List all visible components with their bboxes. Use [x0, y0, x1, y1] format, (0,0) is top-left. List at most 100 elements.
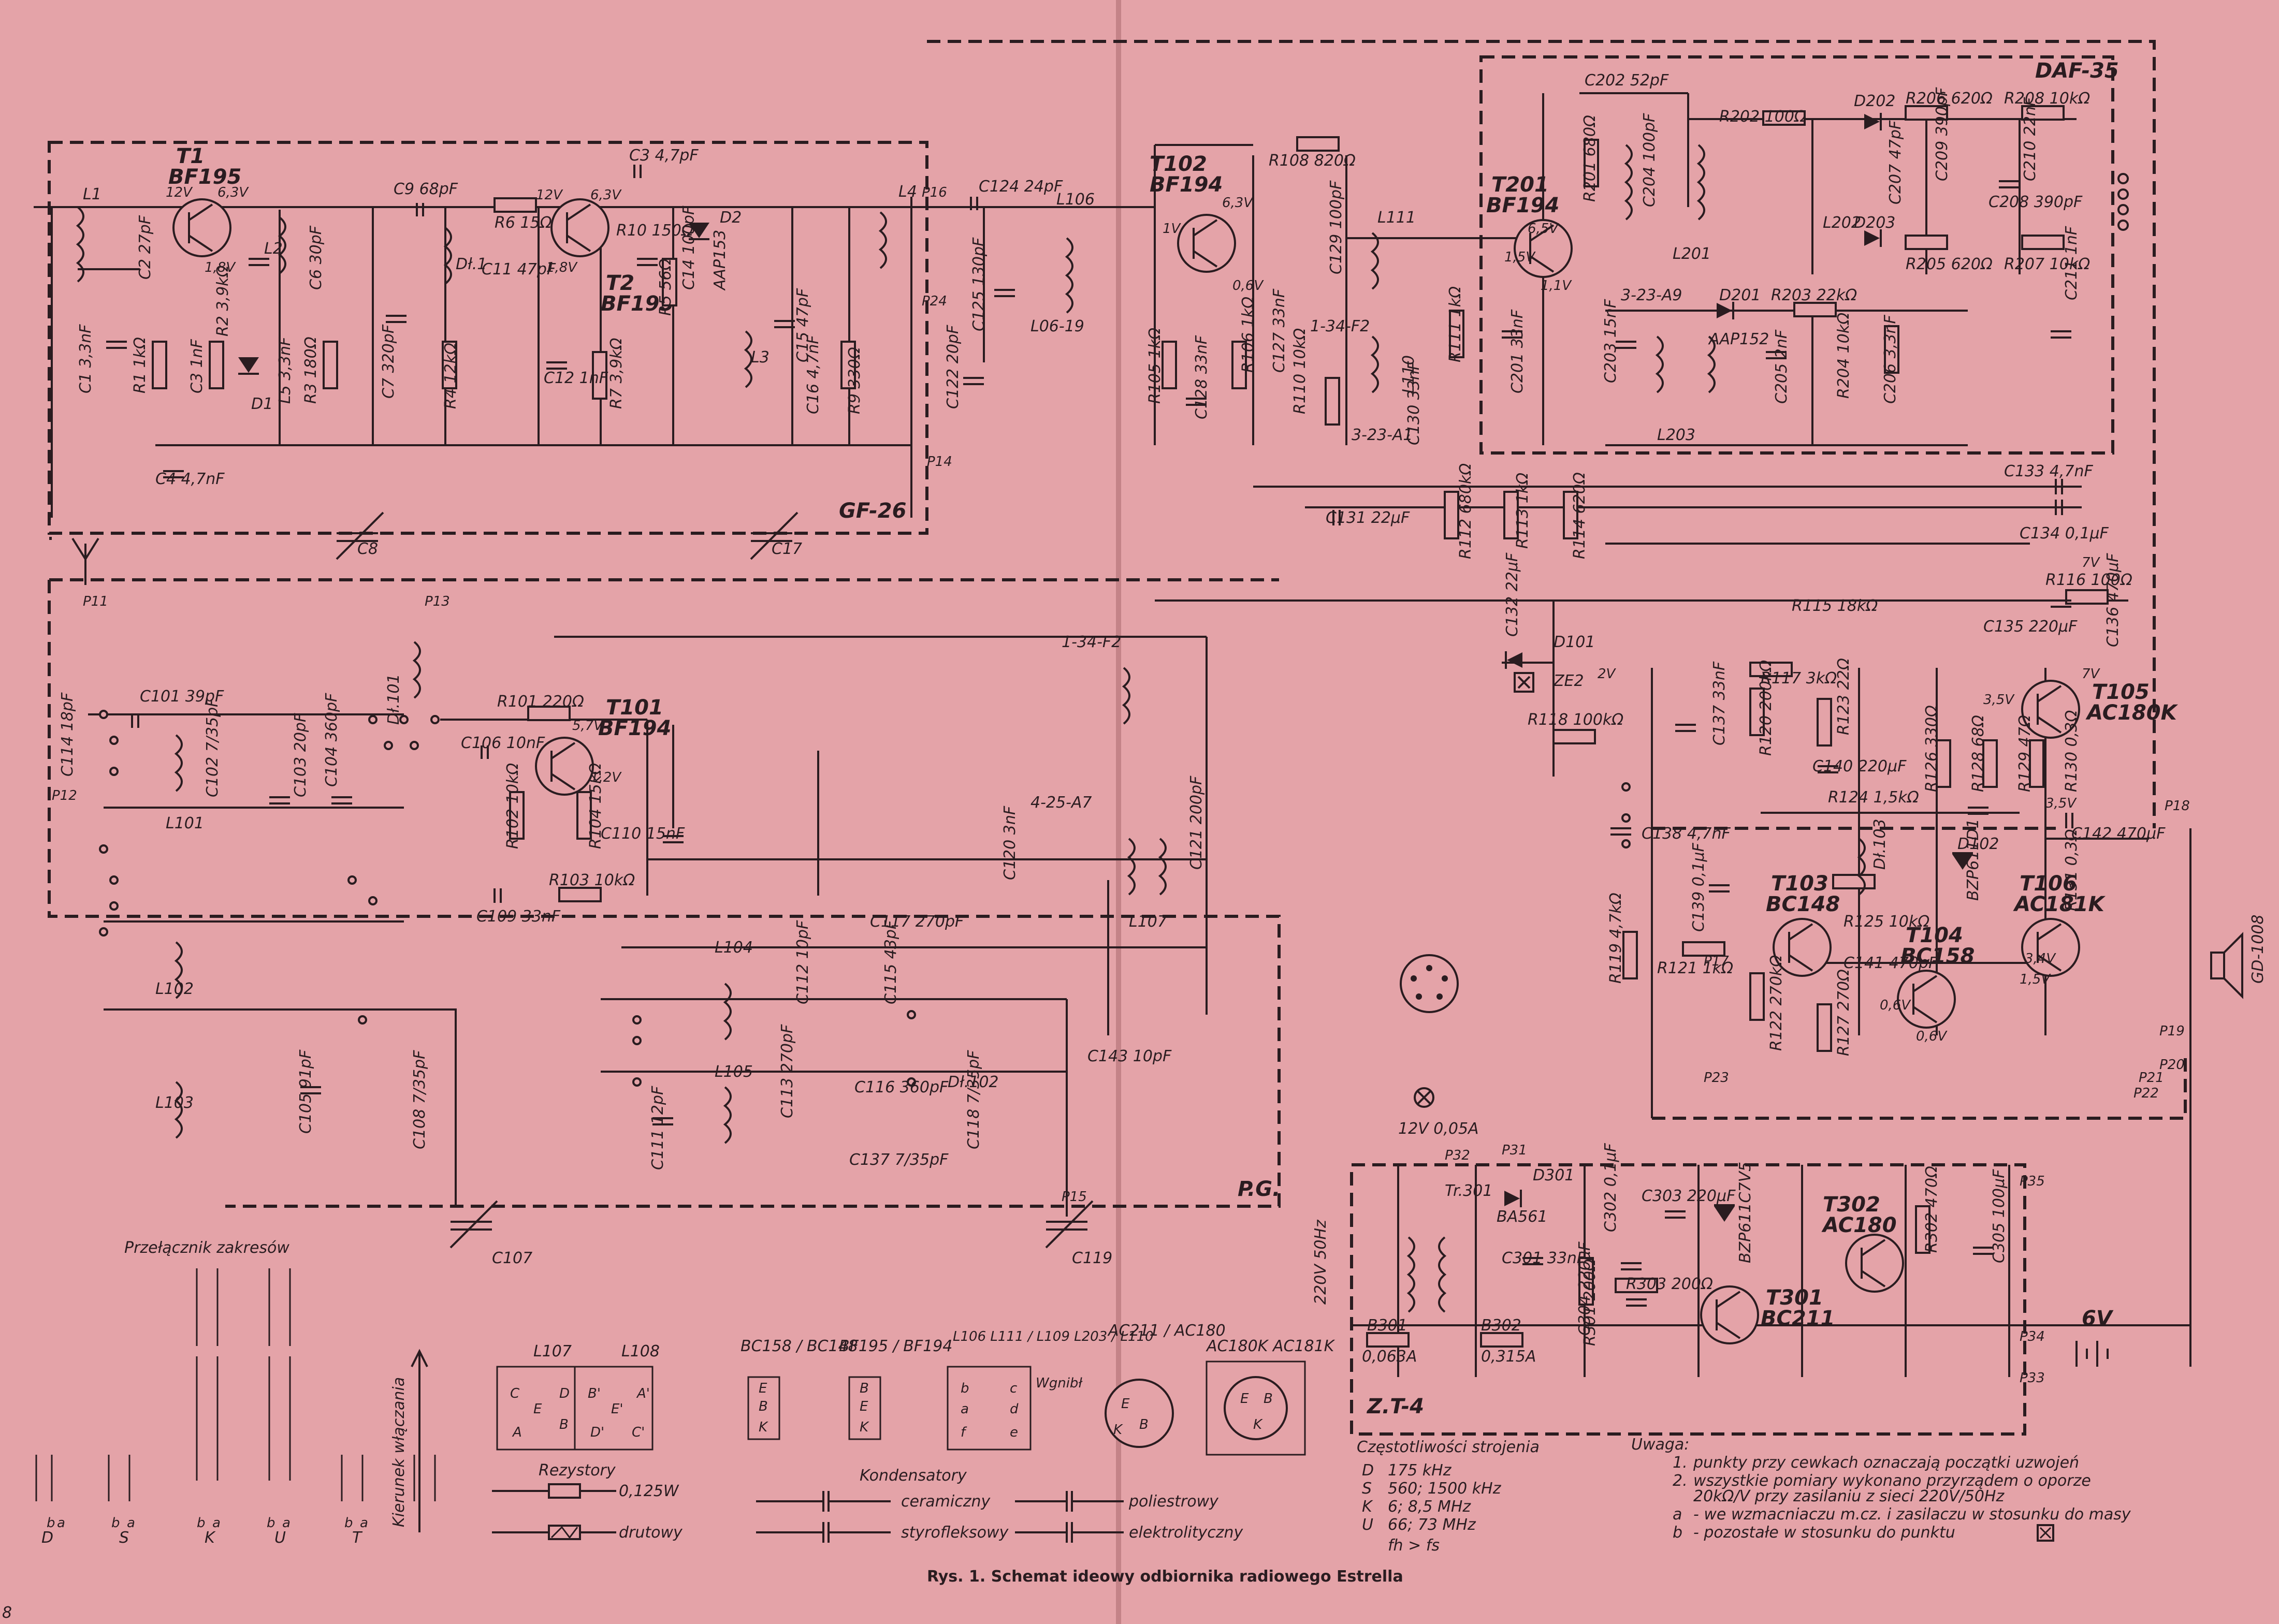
svg-text:BF195: BF195 — [601, 292, 674, 316]
svg-text:L203: L203 — [1657, 426, 1695, 444]
svg-text:1,5V: 1,5V — [1504, 250, 1536, 265]
svg-text:a: a — [360, 1515, 368, 1531]
svg-text:P12: P12 — [52, 788, 77, 803]
svg-text:BF194: BF194 — [1150, 173, 1223, 197]
top-bus-dashed — [927, 40, 2156, 828]
svg-text:R9 330Ω: R9 330Ω — [846, 347, 864, 414]
svg-text:C9 68pF: C9 68pF — [394, 180, 458, 198]
svg-text:C15 47pF: C15 47pF — [794, 288, 812, 362]
block-pg-label: P.G. — [1238, 1177, 1280, 1201]
svg-text:4-25-A7: 4-25-A7 — [1030, 794, 1092, 812]
svg-text:R120 200kΩ: R120 200kΩ — [1757, 660, 1775, 756]
svg-text:S: S — [1362, 1480, 1372, 1498]
svg-text:R108 820Ω: R108 820Ω — [1269, 152, 1356, 170]
svg-text:BC211: BC211 — [1761, 1307, 1835, 1330]
svg-text:C110 15nF: C110 15nF — [601, 825, 685, 843]
test-points: P11 P12 P13 P14 P15 P16 P17 P18 P19 P20 … — [52, 185, 2190, 1386]
svg-text:e: e — [1010, 1425, 1018, 1440]
svg-text:1,8V: 1,8V — [205, 260, 236, 275]
diodes — [238, 113, 1973, 1222]
svg-text:C117 270pF: C117 270pF — [870, 913, 964, 931]
svg-text:R116 100Ω: R116 100Ω — [2045, 571, 2132, 589]
svg-text:R303 200Ω: R303 200Ω — [1626, 1275, 1713, 1293]
svg-text:f: f — [961, 1425, 967, 1440]
svg-text:drutowy: drutowy — [619, 1524, 683, 1542]
svg-text:R131 0,3Ω: R131 0,3Ω — [2063, 829, 2081, 911]
svg-text:B: B — [559, 1417, 569, 1432]
svg-text:R111 1kΩ: R111 1kΩ — [1446, 286, 1464, 362]
svg-text:Dł.101: Dł.101 — [385, 674, 403, 725]
svg-text:C301 33nF: C301 33nF — [1502, 1249, 1586, 1267]
svg-text:R129 47Ω: R129 47Ω — [2016, 715, 2034, 792]
svg-text:L4: L4 — [898, 183, 917, 201]
svg-text:C205 2nF: C205 2nF — [1773, 329, 1791, 404]
svg-text:T302: T302 — [1823, 1193, 1880, 1217]
right-dashed-bus — [1652, 827, 2187, 1120]
svg-text:L103: L103 — [155, 1094, 194, 1112]
svg-text:66; 73 MHz: 66; 73 MHz — [1388, 1516, 1476, 1534]
svg-text:R302 470Ω: R302 470Ω — [1923, 1166, 1941, 1253]
svg-text:C210 22nF: C210 22nF — [2021, 97, 2039, 181]
voltage-labels: 12V 6,3V 1,8V 12V 6,3V 1,8V 6,3V 1V 0,6V… — [166, 185, 2101, 1044]
svg-text:220V 50Hz: 220V 50Hz — [1312, 1219, 1330, 1305]
svg-text:wszystkie pomiary wykonano prz: wszystkie pomiary wykonano przyrządem o … — [1693, 1472, 2091, 1490]
svg-text:fh > fs: fh > fs — [1388, 1537, 1440, 1555]
svg-text:R2 3,9kΩ: R2 3,9kΩ — [214, 265, 232, 336]
svg-text:L101: L101 — [166, 814, 204, 832]
capacitors — [106, 165, 2073, 1307]
svg-text:C203 15nF: C203 15nF — [1602, 299, 1620, 383]
svg-text:D1: D1 — [251, 395, 273, 413]
svg-text:C118 7/35pF: C118 7/35pF — [965, 1050, 983, 1149]
svg-text:P11: P11 — [83, 594, 108, 609]
svg-text:3,5V: 3,5V — [2045, 796, 2077, 811]
wiring — [34, 92, 2191, 1377]
svg-text:A': A' — [636, 1386, 650, 1401]
svg-text:R127 270Ω: R127 270Ω — [1835, 969, 1853, 1056]
svg-text:R114 620Ω: R114 620Ω — [1571, 472, 1589, 559]
svg-text:b: b — [111, 1515, 120, 1531]
svg-text:C102 7/35pF: C102 7/35pF — [204, 698, 222, 797]
svg-text:C130 33nF: C130 33nF — [1405, 361, 1423, 445]
svg-text:T1: T1 — [176, 144, 205, 168]
svg-text:6; 8,5 MHz: 6; 8,5 MHz — [1388, 1498, 1471, 1516]
svg-text:1.: 1. — [1673, 1454, 1688, 1472]
svg-text:1,2V: 1,2V — [590, 770, 622, 785]
svg-text:GD-1008: GD-1008 — [2249, 914, 2267, 984]
svg-text:C201 33nF: C201 33nF — [1508, 309, 1527, 393]
svg-text:P16: P16 — [922, 185, 947, 200]
reference-point-x-mark — [1517, 676, 1531, 689]
svg-text:P32: P32 — [1445, 1148, 1470, 1163]
svg-text:E': E' — [611, 1401, 623, 1417]
svg-text:0,315A: 0,315A — [1481, 1348, 1536, 1366]
gf-26-outline — [48, 141, 928, 535]
svg-text:BF195: BF195 — [168, 165, 241, 189]
svg-text:0,6V: 0,6V — [1916, 1029, 1948, 1044]
svg-text:C202 52pF: C202 52pF — [1585, 71, 1669, 90]
svg-text:C17: C17 — [772, 540, 802, 558]
svg-text:B301: B301 — [1367, 1316, 1407, 1335]
svg-text:C208 390pF: C208 390pF — [1988, 193, 2083, 211]
svg-text:K: K — [1113, 1422, 1123, 1438]
svg-text:Dł.1: Dł.1 — [456, 255, 487, 273]
svg-text:1,1V: 1,1V — [1541, 278, 1572, 294]
svg-text:d: d — [1010, 1401, 1019, 1417]
page-number: 8 — [2, 1604, 12, 1622]
figure-caption: Rys. 1. Schemat ideowy odbiornika radiow… — [927, 1568, 1403, 1586]
svg-text:a: a — [212, 1515, 221, 1531]
block-gf-label: GF-26 — [839, 499, 906, 523]
svg-text:BF194: BF194 — [1486, 194, 1559, 217]
svg-text:C1 3,3nF: C1 3,3nF — [77, 324, 95, 393]
svg-text:Tr.301: Tr.301 — [1445, 1182, 1492, 1200]
svg-text:Kierunek włączania: Kierunek włączania — [390, 1377, 408, 1527]
svg-text:L06-19: L06-19 — [1030, 317, 1084, 335]
svg-text:C128 33nF: C128 33nF — [1193, 335, 1211, 419]
svg-text:R203 22kΩ: R203 22kΩ — [1771, 286, 1857, 304]
svg-text:C143 10pF: C143 10pF — [1087, 1047, 1172, 1065]
component-legend: Rezystory 0,125W drutowy Kondensatory ce… — [492, 1461, 1244, 1543]
svg-text:K: K — [1362, 1498, 1373, 1516]
svg-text:6V: 6V — [2082, 1307, 2114, 1330]
pinout-ac180k-ac181k: AC180K AC181K E B K — [1206, 1337, 1336, 1456]
svg-text:C107: C107 — [492, 1249, 532, 1267]
